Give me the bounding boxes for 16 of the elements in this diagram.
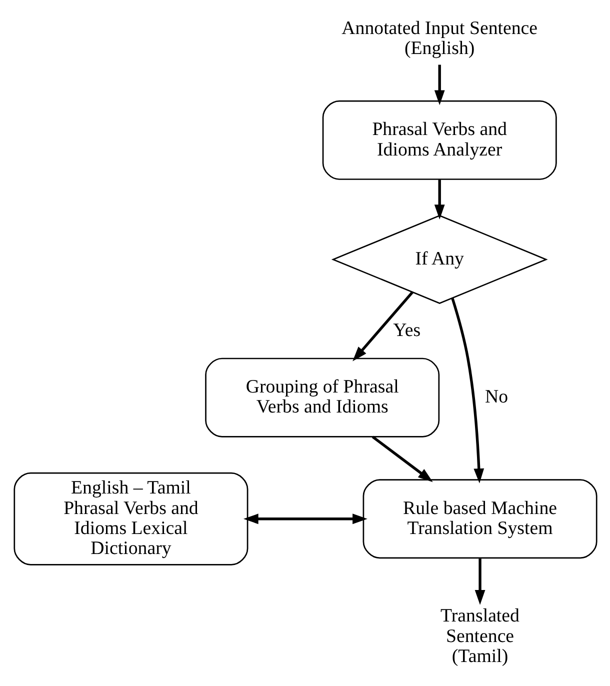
node-box: Phrasal Verbs and Idioms Analyzer	[322, 100, 556, 180]
arrow	[242, 514, 367, 524]
edge-label: No	[484, 386, 508, 408]
edge-label: Yes	[392, 320, 420, 341]
node-text: Translated Sentence (Tamil)	[440, 606, 519, 668]
arrow	[434, 64, 444, 106]
node-box: Grouping of Phrasal Verbs and Idioms	[204, 358, 440, 438]
node-box: Rule based Machine Translation System	[362, 479, 597, 559]
node-box: English – Tamil Phrasal Verbs and Idioms Lexical Dictionary	[13, 472, 248, 566]
arrow	[450, 298, 484, 484]
node-diamond: If Any	[330, 214, 548, 304]
node-text: Annotated Input Sentence (English)	[341, 18, 538, 60]
arrow	[434, 180, 444, 220]
arrow	[474, 558, 485, 605]
arrow	[371, 436, 432, 482]
arrow	[352, 291, 413, 362]
